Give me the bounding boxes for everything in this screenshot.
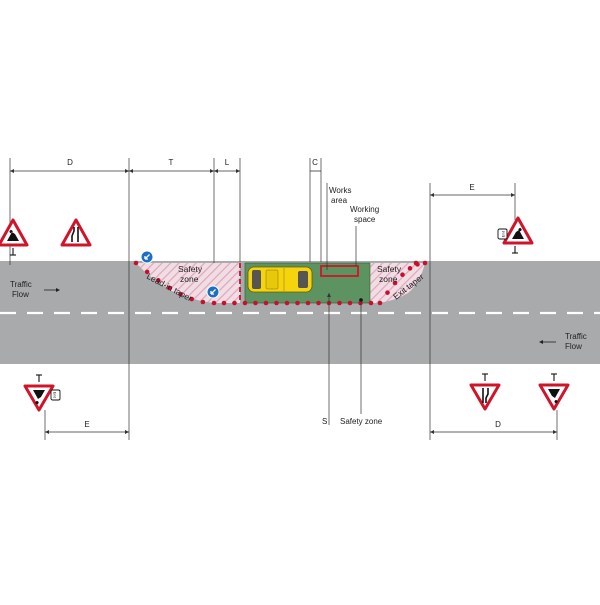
traffic-cone	[221, 300, 227, 306]
traffic-cone	[407, 266, 413, 271]
traffic-cone	[232, 300, 237, 306]
traffic-cone	[347, 300, 353, 306]
traffic-flow-right-line2: Flow	[565, 342, 582, 351]
traffic-cone	[295, 300, 300, 306]
end-plate-text-top: End	[502, 231, 506, 237]
roadworks-sign-icon	[538, 373, 570, 411]
arrow-right-icon	[44, 288, 60, 292]
working-space-label-line1: Working	[350, 205, 379, 214]
traffic-cone	[263, 300, 269, 306]
top-dimension-line	[10, 169, 321, 173]
end-plate-text-bottom: End	[53, 392, 57, 398]
works-area-label-line2: area	[331, 196, 348, 205]
traffic-flow-right-line1: Traffic	[565, 332, 587, 341]
working-space-label-line2: space	[354, 215, 376, 224]
traffic-cone	[167, 285, 172, 291]
roadworks-sign-icon	[23, 374, 55, 412]
traffic-cone	[337, 300, 342, 306]
exit-safety-zone	[370, 263, 425, 303]
dim-d-right: D	[495, 420, 501, 429]
traffic-cone	[392, 280, 398, 286]
reference-lines	[9, 158, 558, 440]
works-area-label-line1: Works	[329, 186, 352, 195]
traffic-cone	[178, 291, 183, 297]
traffic-cone	[377, 300, 383, 306]
traffic-cone	[413, 260, 419, 266]
traffic-flow-left-line2: Flow	[12, 290, 29, 299]
end-plate-icon: End	[50, 389, 61, 401]
traffic-cone	[368, 300, 374, 306]
end-plate-icon: End	[497, 228, 508, 240]
working-space	[320, 265, 359, 277]
dim-t: T	[169, 158, 174, 167]
traffic-cone-icon	[133, 260, 428, 306]
road-narrows-sign-icon	[469, 373, 501, 411]
keep-left-sign-icon	[140, 250, 154, 264]
traffic-cone	[316, 300, 321, 306]
dim-e-left: E	[84, 420, 89, 429]
traffic-cone	[400, 272, 405, 278]
traffic-cone	[385, 290, 390, 295]
dim-l: L	[225, 158, 230, 167]
traffic-cone	[242, 300, 248, 306]
safety-zone-lead-line1: Safety	[178, 264, 203, 274]
road-narrows-sign-icon	[60, 218, 92, 247]
arrow-left-icon	[539, 340, 556, 344]
dim-e-right: E	[469, 183, 474, 192]
traffic-cone	[358, 300, 363, 306]
traffic-cone	[274, 300, 279, 306]
keep-left-sign-icon	[206, 285, 220, 299]
traffic-cone	[422, 260, 428, 266]
traffic-cone	[189, 296, 195, 302]
dim-c: C	[312, 158, 318, 167]
safety-zone-lead-line2: zone	[180, 274, 199, 284]
safety-zone-bottom-label: Safety zone	[340, 417, 383, 426]
traffic-cone	[211, 300, 217, 306]
dim-s: S	[322, 417, 327, 426]
safety-zone-exit-line1: Safety	[377, 264, 402, 274]
traffic-cone	[253, 300, 258, 306]
roadworks-sign-icon	[0, 218, 29, 256]
traffic-cone	[284, 300, 290, 306]
traffic-cone	[200, 299, 206, 305]
traffic-flow-left-line1: Traffic	[10, 280, 32, 289]
works-vehicle-icon	[247, 266, 313, 293]
traffic-cone	[144, 269, 150, 275]
dim-d-left: D	[67, 158, 73, 167]
roadworks-sign-icon	[502, 216, 534, 254]
traffic-cone	[133, 260, 139, 266]
traffic-cone	[155, 278, 161, 283]
safety-zone-exit-line2: zone	[379, 274, 398, 284]
traffic-cone	[305, 300, 311, 306]
